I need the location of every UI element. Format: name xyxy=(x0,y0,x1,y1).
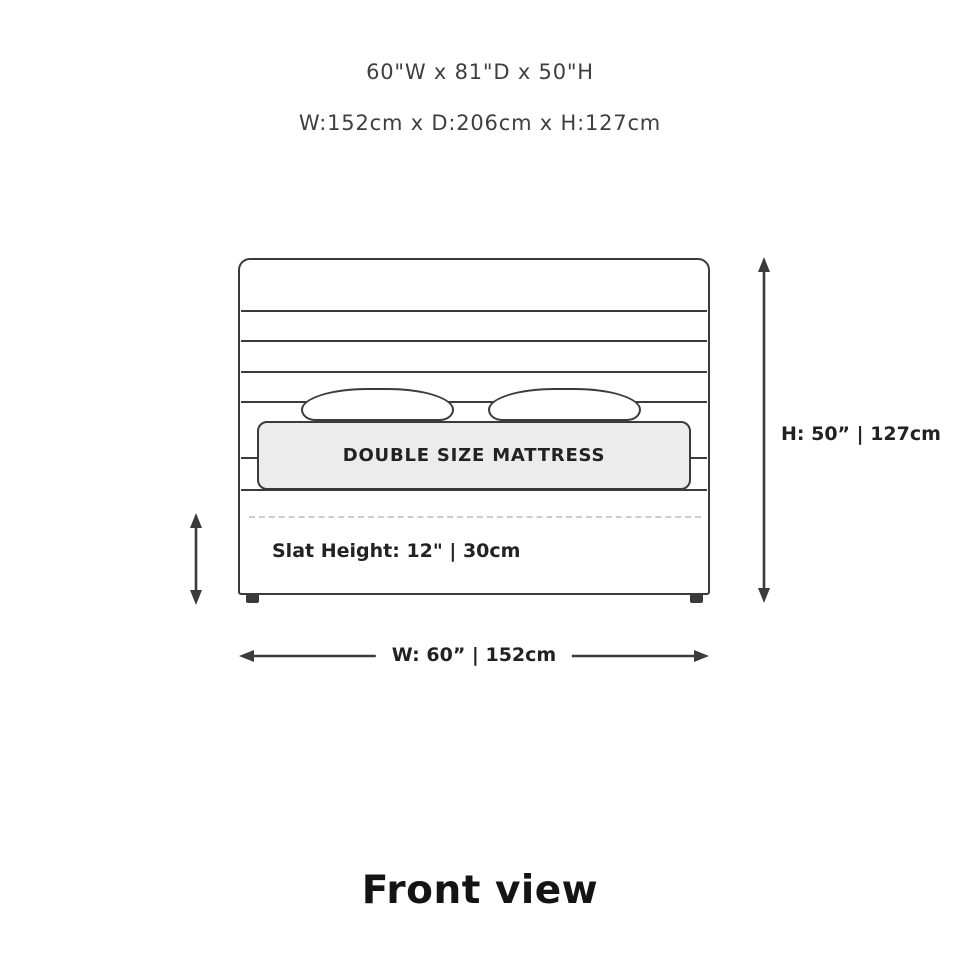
dimensions-cm-text: W:152cm x D:206cm x H:127cm xyxy=(298,111,662,135)
height-dimension-label: H: 50” | 127cm xyxy=(781,423,941,445)
mattress: DOUBLE SIZE MATTRESS xyxy=(257,421,691,490)
headboard-panel-line xyxy=(241,310,707,312)
pillow-right xyxy=(488,388,641,421)
width-dimension-label: W: 60” | 152cm xyxy=(375,644,573,666)
headboard-panel-line xyxy=(241,340,707,342)
front-view-title: Front view xyxy=(361,868,599,913)
pillow-left xyxy=(301,388,454,421)
headboard-panel-line xyxy=(241,401,707,403)
height-arrow xyxy=(758,257,770,603)
dimensions-inches-text: 60"W x 81"D x 50"H xyxy=(366,60,594,84)
slat-dashed-line xyxy=(249,516,701,518)
bed-foot-right xyxy=(690,594,703,603)
slat-height-label: Slat Height: 12" | 30cm xyxy=(272,540,521,562)
slat-height-arrow xyxy=(190,513,202,605)
mattress-label: DOUBLE SIZE MATTRESS xyxy=(342,445,606,466)
bed-foot-left xyxy=(246,594,259,603)
platform-top-line xyxy=(241,489,707,491)
headboard-panel-line xyxy=(241,371,707,373)
